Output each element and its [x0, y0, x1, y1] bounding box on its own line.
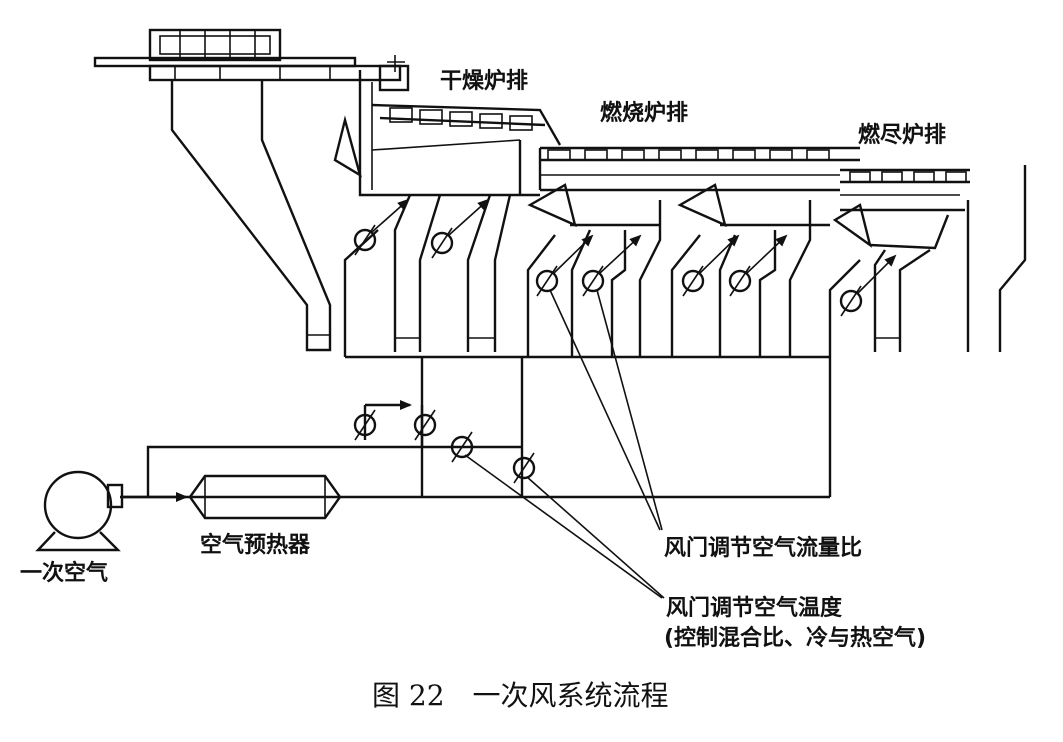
burnout-grate-label: 燃尽炉排 — [858, 122, 946, 148]
damper-valve-icon — [353, 224, 377, 256]
damper-temperature-note: (控制混合比、冷与热空气) — [664, 625, 926, 651]
temperature-dampers — [353, 409, 536, 484]
flow-dampers — [353, 198, 897, 317]
damper-valve-icon — [512, 452, 536, 484]
damper-valve-icon — [430, 227, 454, 259]
damper-valve-icon — [450, 431, 474, 463]
damper-valve-icon — [728, 265, 752, 297]
combustion-grate: 燃烧炉排 — [527, 100, 860, 228]
feed-hopper — [93, 28, 402, 352]
air-hoppers — [343, 165, 1027, 357]
damper-valve-icon — [353, 409, 377, 441]
figure-caption: 图 22 一次风系统流程 — [372, 679, 669, 712]
combustion-grate-label: 燃烧炉排 — [600, 100, 688, 126]
air-preheater-icon — [188, 474, 342, 520]
damper-valve-icon — [535, 265, 559, 297]
damper-valve-icon — [413, 409, 437, 441]
damper-valve-icon — [839, 285, 863, 317]
annotation-leaders — [464, 289, 665, 599]
fan-icon — [35, 470, 188, 552]
primary-air-label: 一次空气 — [20, 560, 108, 586]
damper-valve-icon — [681, 265, 705, 297]
drying-grate: 干燥炉排 — [333, 55, 562, 197]
burnout-grate: 燃尽炉排 — [832, 122, 970, 250]
damper-temperature-label: 风门调节空气温度 — [666, 595, 843, 621]
damper-valve-icon — [581, 265, 605, 297]
damper-flow-ratio-label: 风门调节空气流量比 — [664, 535, 862, 561]
drying-grate-label: 干燥炉排 — [440, 69, 528, 94]
air-preheater-label: 空气预热器 — [200, 532, 311, 558]
